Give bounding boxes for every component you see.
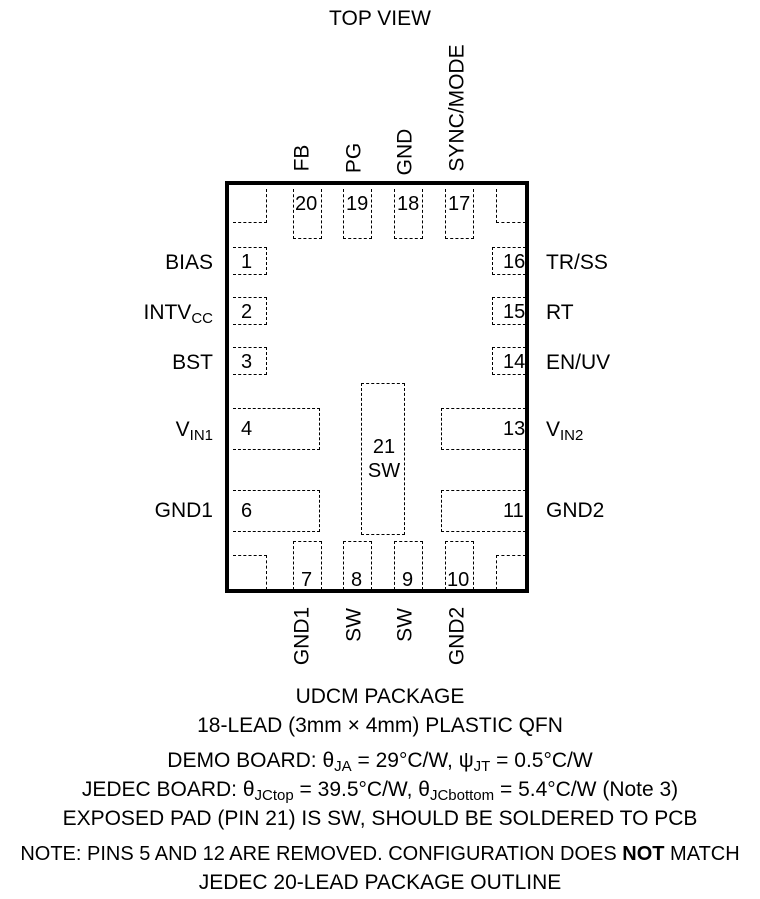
- pin-name-gnd: GND: [393, 128, 417, 176]
- pin-name-vin2: VIN2: [546, 418, 584, 444]
- pad-pin-18: [394, 189, 423, 239]
- pin-name-fb: FB: [290, 144, 314, 172]
- caption-lead-info: 18-LEAD (3mm × 4mm) PLASTIC QFN: [197, 714, 563, 737]
- pad-pin-13: [441, 408, 526, 450]
- pad-pin-16: [492, 247, 526, 275]
- pad-pin-19: [343, 189, 372, 239]
- pin-number-17: 17: [448, 193, 471, 215]
- corner-pad-top-right: [496, 189, 526, 223]
- pin-number-9: 9: [402, 569, 414, 591]
- pin-name-gnd1-left: GND1: [154, 499, 213, 522]
- pin-number-11: 11: [503, 500, 524, 522]
- pin-name-pg: PG: [342, 142, 366, 174]
- pin-name-bst: BST: [172, 351, 213, 374]
- pad-pin-20: [293, 189, 322, 239]
- pin-number-13: 13: [503, 418, 526, 440]
- pad-pin-17: [445, 189, 474, 239]
- pin-name-rt: RT: [546, 301, 574, 324]
- top-view-title: TOP VIEW: [329, 7, 431, 30]
- pin-name-sync-mode: SYNC/MODE: [445, 44, 469, 172]
- pin-number-14: 14: [503, 351, 526, 373]
- pad-pin-15: [492, 297, 526, 325]
- pin-number-7: 7: [301, 569, 313, 591]
- pad-pin-7: [293, 541, 322, 590]
- pad-pin-11: [441, 490, 526, 532]
- pin-number-15: 15: [503, 301, 526, 323]
- pad-pin-10: [445, 541, 474, 590]
- pin-number-6: 6: [241, 500, 253, 522]
- pin-name-sw-8: SW: [342, 608, 366, 642]
- pad-pin-2: [233, 297, 267, 325]
- exposed-pad-21: [361, 383, 405, 535]
- caption-package: UDCM PACKAGE: [295, 685, 465, 708]
- pad-pin-9: [394, 541, 423, 590]
- caption-note-line2: JEDEC 20-LEAD PACKAGE OUTLINE: [198, 871, 562, 894]
- pad-pin-6: [233, 490, 320, 532]
- exposed-pad-number: 21: [372, 436, 396, 458]
- pin-name-gnd1-bottom: GND1: [290, 606, 314, 666]
- pin-name-en-uv: EN/UV: [546, 351, 611, 374]
- pin-name-gnd2-bottom: GND2: [445, 606, 469, 666]
- pin-number-10: 10: [447, 569, 470, 591]
- pin-number-20: 20: [295, 193, 318, 215]
- pin-number-1: 1: [241, 251, 253, 273]
- pin-number-8: 8: [351, 569, 363, 591]
- pin-name-intvcc: INTVCC: [143, 301, 213, 327]
- pin-number-2: 2: [241, 301, 253, 323]
- caption-jedec-board: JEDEC BOARD: θJCtop = 39.5°C/W, θJCbotto…: [81, 778, 679, 804]
- caption-note: NOTE: PINS 5 AND 12 ARE REMOVED. CONFIGU…: [20, 843, 740, 865]
- pin-number-18: 18: [397, 193, 420, 215]
- pin-name-gnd2-right: GND2: [546, 499, 605, 522]
- package-outline: 20 19 18 17 1 2 3 4 6 16 15 14 13 11 7 8…: [225, 181, 529, 593]
- pad-pin-14: [492, 347, 526, 375]
- corner-pad-top-left: [233, 189, 267, 223]
- caption-demo-board: DEMO BOARD: θJA = 29°C/W, ψJT = 0.5°C/W: [167, 749, 593, 775]
- pin-number-19: 19: [346, 193, 369, 215]
- pad-pin-1: [233, 247, 267, 275]
- pad-pin-4: [233, 408, 320, 450]
- pin-name-vin1: VIN1: [175, 418, 213, 444]
- pin-name-tr-ss: TR/SS: [546, 251, 608, 274]
- pin-name-sw-9: SW: [393, 608, 417, 642]
- pin-number-4: 4: [241, 418, 253, 440]
- exposed-pad-name: SW: [367, 460, 401, 482]
- caption-exposed-pad: EXPOSED PAD (PIN 21) IS SW, SHOULD BE SO…: [62, 807, 698, 830]
- pin-name-bias: BIAS: [165, 251, 213, 274]
- corner-pad-bottom-left: [233, 555, 267, 590]
- pin-number-16: 16: [503, 251, 526, 273]
- pin-number-3: 3: [241, 351, 253, 373]
- pad-pin-3: [233, 347, 267, 375]
- pad-pin-8: [343, 541, 372, 590]
- corner-pad-bottom-right: [496, 555, 526, 590]
